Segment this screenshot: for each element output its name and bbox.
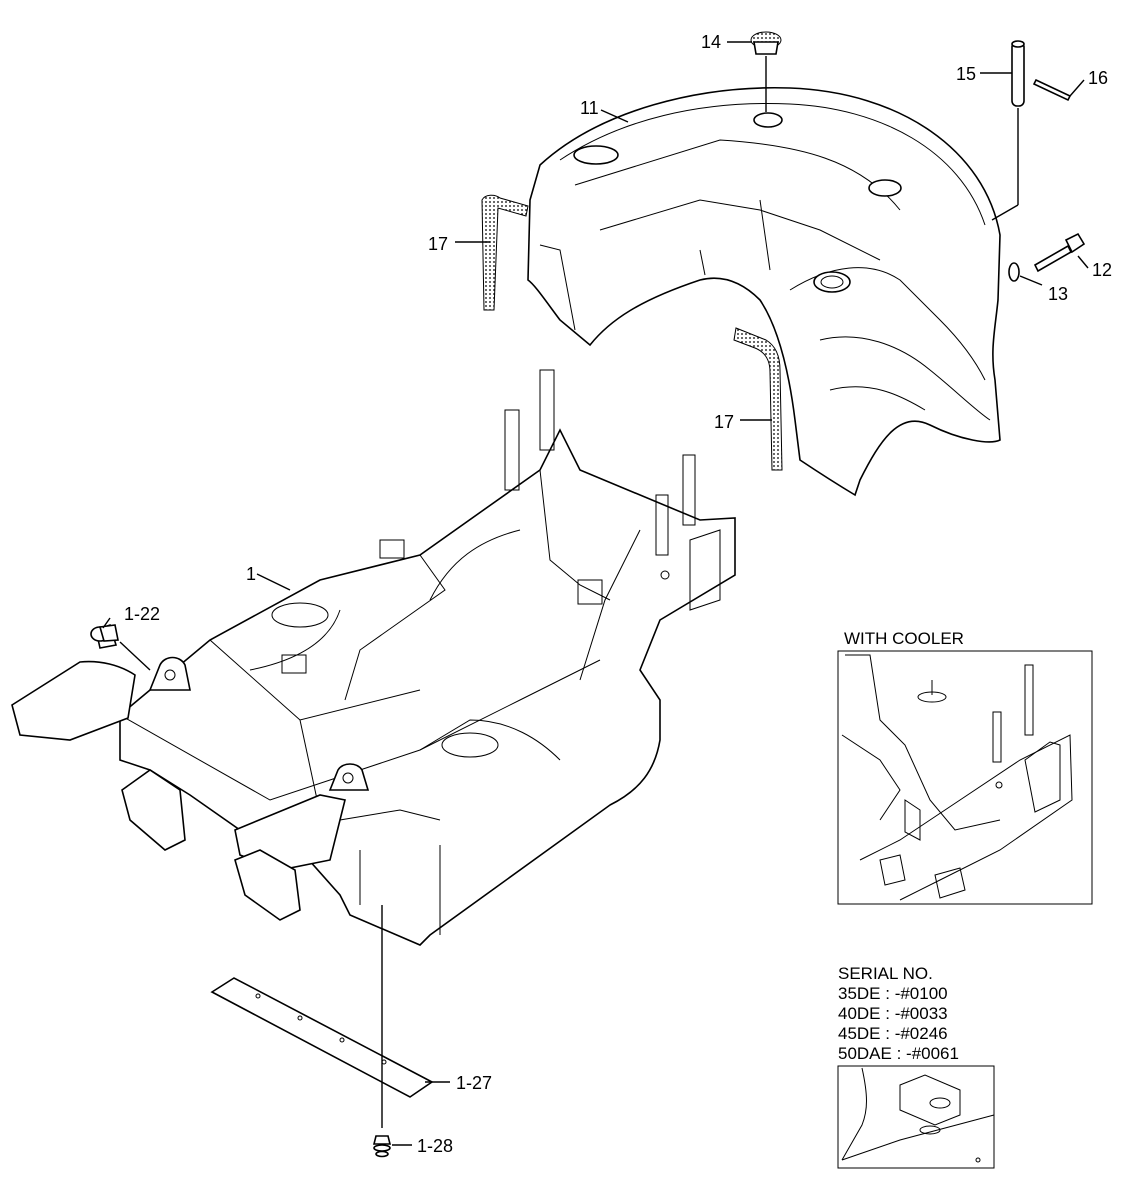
callout-1-28: 1-28 xyxy=(417,1136,453,1156)
leader-lines xyxy=(102,41,1089,1146)
callout-14: 14 xyxy=(701,32,721,52)
callout-17-left: 17 xyxy=(428,234,448,254)
callout-15: 15 xyxy=(956,64,976,84)
serial-title: SERIAL NO. xyxy=(838,964,933,983)
callout-12: 12 xyxy=(1092,260,1112,280)
callout-16: 16 xyxy=(1088,68,1108,88)
callout-17-right: 17 xyxy=(714,412,734,432)
mounting-lug xyxy=(148,656,370,791)
callout-1-27: 1-27 xyxy=(456,1073,492,1093)
inset-with-cooler xyxy=(837,650,1093,905)
frame-1 xyxy=(119,369,736,946)
callout-11: 11 xyxy=(580,98,599,118)
bolt-1-28 xyxy=(372,905,392,1158)
callout-1-22: 1-22 xyxy=(124,604,160,624)
front-lamp-right xyxy=(234,849,301,921)
serial-line-50dae: 50DAE : -#0061 xyxy=(838,1044,959,1063)
plate-1-27 xyxy=(210,977,434,1098)
serial-line-40de: 40DE : -#0033 xyxy=(838,1004,948,1023)
counterweight-11 xyxy=(527,86,1001,497)
cap-14 xyxy=(750,31,782,112)
left-step-plate xyxy=(11,623,136,741)
seal-17-right xyxy=(733,327,783,471)
seal-17-left xyxy=(481,194,529,311)
inset-cooler-title: WITH COOLER xyxy=(844,629,964,648)
pin-15 xyxy=(991,40,1025,221)
callout-13: 13 xyxy=(1048,284,1068,304)
serial-line-45de: 45DE : -#0246 xyxy=(838,1024,948,1043)
split-pin-16 xyxy=(1032,78,1072,102)
bushing-1-22 xyxy=(90,624,119,642)
inset-serial xyxy=(837,1065,995,1169)
front-lamp-left xyxy=(121,769,186,851)
washer-13 xyxy=(1008,262,1020,282)
serial-line-35de: 35DE : -#0100 xyxy=(838,984,948,1003)
bolt-12 xyxy=(1033,232,1086,273)
callout-1: 1 xyxy=(246,564,256,584)
